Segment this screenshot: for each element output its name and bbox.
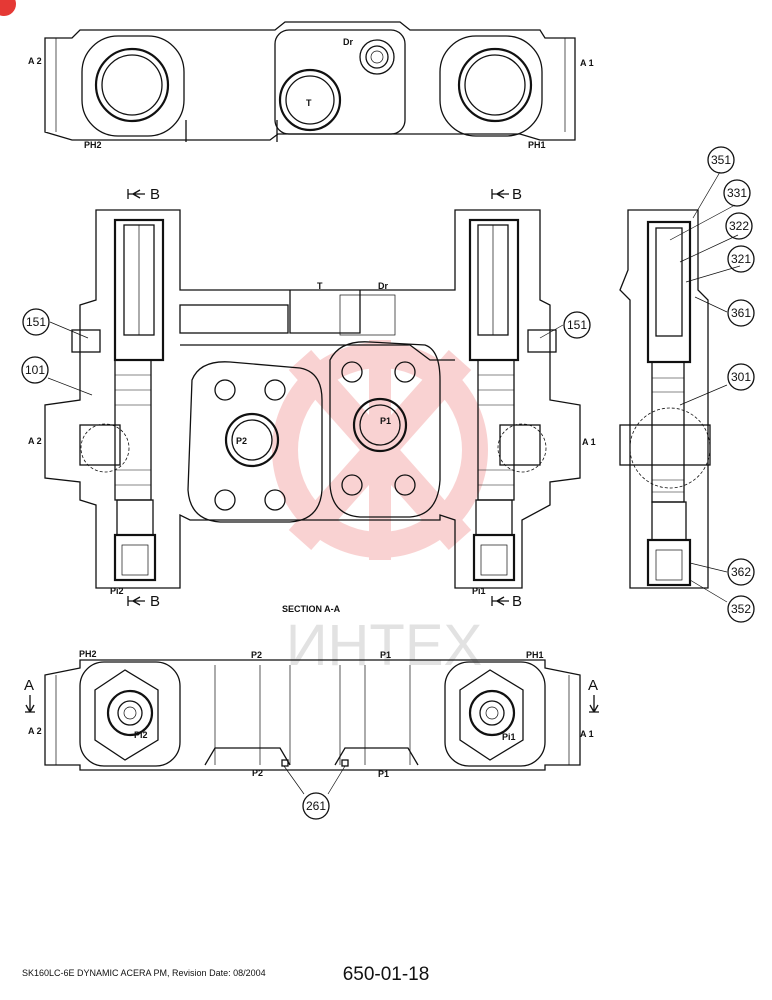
- arrow-a-left: A: [24, 677, 34, 694]
- top-label-dr: Dr: [343, 37, 353, 47]
- callout-151-right: 151: [563, 311, 591, 339]
- section-view: B B B B T Dr P2 P1 A 2 A 1 Pi2 Pi1 SECTI…: [28, 186, 596, 614]
- section-label-p2: P2: [236, 436, 247, 446]
- section-label-t: T: [317, 281, 323, 291]
- svg-text:101: 101: [25, 363, 45, 377]
- top-label-a1: A 1: [580, 58, 594, 68]
- callout-322: 322: [725, 212, 753, 240]
- svg-text:352: 352: [731, 602, 751, 616]
- section-title: SECTION A-A: [282, 604, 341, 614]
- bottom-label-a2: A 2: [28, 726, 42, 736]
- svg-text:151: 151: [26, 315, 46, 329]
- bottom-label-p2-bottom: P2: [252, 768, 263, 778]
- bottom-label-a1: A 1: [580, 729, 594, 739]
- svg-text:261: 261: [306, 799, 326, 813]
- section-label-p1: P1: [380, 416, 391, 426]
- corner-marker: [0, 0, 16, 16]
- callout-351: 351: [707, 146, 735, 174]
- side-view: [619, 209, 711, 589]
- watermark-text: ИНТЕХ: [286, 613, 482, 678]
- bottom-view: A A PH2 PH1 P2 P1 P2 P1 Pi2 Pi1 A 2 A 1: [24, 649, 599, 779]
- footer-model-revision: SK160LC-6E DYNAMIC ACERA PM, Revision Da…: [22, 968, 266, 978]
- bottom-label-p1-bottom: P1: [378, 769, 389, 779]
- footer-page-number: 650-01-18: [342, 964, 430, 985]
- arrow-b-right-top: B: [512, 186, 522, 203]
- top-label-a2: A 2: [28, 56, 42, 66]
- callouts: 351 331 322 321 361 151 151 101: [21, 146, 755, 820]
- top-label-t: T: [306, 98, 312, 108]
- top-label-ph1: PH1: [528, 140, 546, 150]
- callout-301: 301: [727, 363, 755, 391]
- section-label-a2: A 2: [28, 436, 42, 446]
- bottom-label-pi1: Pi1: [502, 732, 516, 742]
- arrow-a-right: A: [588, 677, 598, 694]
- section-label-pi2: Pi2: [110, 586, 124, 596]
- svg-text:351: 351: [711, 153, 731, 167]
- bottom-label-p1-top: P1: [380, 650, 391, 660]
- arrow-b-right-bottom: B: [512, 593, 522, 610]
- bottom-label-p2-top: P2: [251, 650, 262, 660]
- callout-151-left: 151: [22, 308, 50, 336]
- arrow-b-left-bottom: B: [150, 593, 160, 610]
- svg-text:331: 331: [727, 186, 747, 200]
- svg-text:151: 151: [567, 318, 587, 332]
- bottom-label-ph1: PH1: [526, 650, 544, 660]
- section-label-dr: Dr: [378, 281, 388, 291]
- callout-321: 321: [727, 245, 755, 273]
- top-view: A 2 A 1 Dr T PH2 PH1: [28, 21, 594, 150]
- bottom-label-ph2: PH2: [79, 649, 97, 659]
- callout-352: 352: [727, 595, 755, 623]
- callout-361: 361: [727, 299, 755, 327]
- callout-331: 331: [723, 179, 751, 207]
- section-label-pi1: Pi1: [472, 586, 486, 596]
- svg-text:362: 362: [731, 565, 751, 579]
- svg-text:321: 321: [731, 252, 751, 266]
- callout-362: 362: [727, 558, 755, 586]
- section-label-a1: A 1: [582, 437, 596, 447]
- callout-261: 261: [302, 792, 330, 820]
- arrow-b-left-top: B: [150, 186, 160, 203]
- bottom-label-pi2: Pi2: [134, 730, 148, 740]
- top-label-ph2: PH2: [84, 140, 102, 150]
- svg-text:301: 301: [731, 370, 751, 384]
- svg-text:322: 322: [729, 219, 749, 233]
- callout-101: 101: [21, 356, 49, 384]
- svg-text:361: 361: [731, 306, 751, 320]
